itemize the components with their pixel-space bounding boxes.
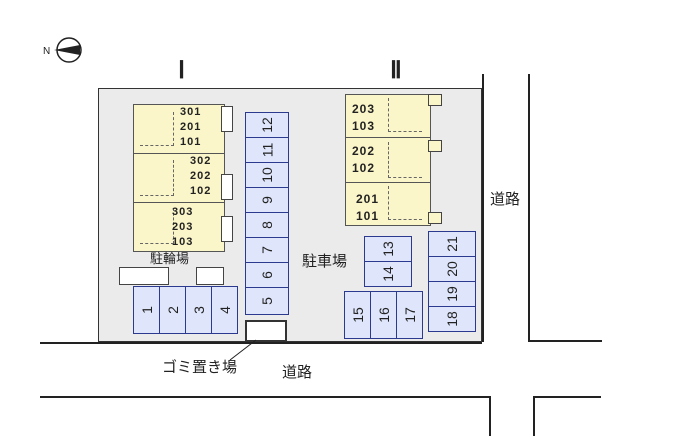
building-I-balcony-b (221, 174, 233, 200)
unit-203: 203 (172, 221, 194, 233)
parking-stall-11: 11 (245, 137, 289, 163)
unit-103: 103 (172, 236, 194, 248)
parking-stall-18: 18 (428, 306, 476, 332)
north-label: N (43, 46, 50, 57)
road-edge-east-corner (528, 340, 602, 342)
parking-stall-20: 20 (428, 256, 476, 282)
bicycle-parking-shelter-left (119, 267, 169, 285)
garbage-area (245, 320, 287, 342)
building-I-balcony-c (221, 216, 233, 242)
parking-stall-12: 12 (245, 112, 289, 138)
parking-stall-4: 4 (211, 286, 238, 334)
parking-stall-15: 15 (344, 291, 371, 339)
parking-stall-1: 1 (133, 286, 160, 334)
building-label-I: Ⅰ (178, 58, 186, 84)
building-I-stair-c (140, 208, 174, 244)
parking-stall-3: 3 (185, 286, 212, 334)
unit-II-201: 201 (356, 192, 380, 206)
building-II-stair-c (388, 186, 422, 220)
parking-stall-19: 19 (428, 281, 476, 307)
parking-stall-9: 9 (245, 187, 289, 213)
unit-101: 101 (180, 136, 202, 148)
parking-stall-21: 21 (428, 231, 476, 257)
unit-303: 303 (172, 206, 194, 218)
unit-II-203: 203 (352, 102, 376, 116)
building-I-balcony-a (221, 106, 233, 132)
building-II-balcony-c (428, 212, 442, 224)
building-I-stair-a (140, 112, 174, 146)
road-label-south: 道路 (282, 364, 313, 381)
parking-stall-13: 13 (364, 236, 412, 262)
unit-302: 302 (190, 155, 212, 167)
building-I-stair-b (140, 160, 174, 196)
building-II-balcony-b (428, 140, 442, 152)
parking-stall-14: 14 (364, 261, 412, 287)
unit-II-102: 102 (352, 161, 376, 175)
building-II-balcony-a (428, 94, 442, 106)
parking-stall-7: 7 (245, 237, 289, 263)
building-II-stair-b (388, 142, 422, 178)
road-edge-east (528, 74, 530, 342)
road-edge-south-drop (489, 396, 491, 436)
bicycle-parking-shelter-right (196, 267, 224, 285)
garbage-leader-line (228, 338, 258, 362)
unit-201: 201 (180, 121, 202, 133)
road-edge-south-bottom (40, 396, 490, 398)
parking-lot-label: 駐車場 (302, 253, 348, 270)
svg-text:N: N (43, 46, 50, 57)
unit-II-101: 101 (356, 209, 380, 223)
bicycle-parking-label: 駐輪場 (150, 251, 190, 266)
building-label-II: Ⅱ (390, 58, 402, 84)
unit-102: 102 (190, 185, 212, 197)
road-edge-south-right-drop (533, 396, 535, 436)
road-edge-south-top (40, 342, 482, 344)
north-compass-icon: N (40, 36, 86, 66)
unit-301: 301 (180, 106, 202, 118)
road-boundary-top-right (482, 74, 484, 342)
parking-stall-5: 5 (245, 287, 289, 315)
building-II-stair-a (388, 98, 422, 132)
road-label-east: 道路 (490, 191, 521, 208)
garbage-label: ゴミ置き場 (162, 359, 238, 376)
unit-II-202: 202 (352, 144, 376, 158)
unit-202: 202 (190, 170, 212, 182)
unit-II-103: 103 (352, 119, 376, 133)
road-edge-south-right (533, 396, 601, 398)
parking-stall-10: 10 (245, 162, 289, 188)
parking-stall-8: 8 (245, 212, 289, 238)
parking-stall-6: 6 (245, 262, 289, 288)
parking-stall-16: 16 (370, 291, 397, 339)
parking-stall-17: 17 (396, 291, 423, 339)
parking-stall-2: 2 (159, 286, 186, 334)
